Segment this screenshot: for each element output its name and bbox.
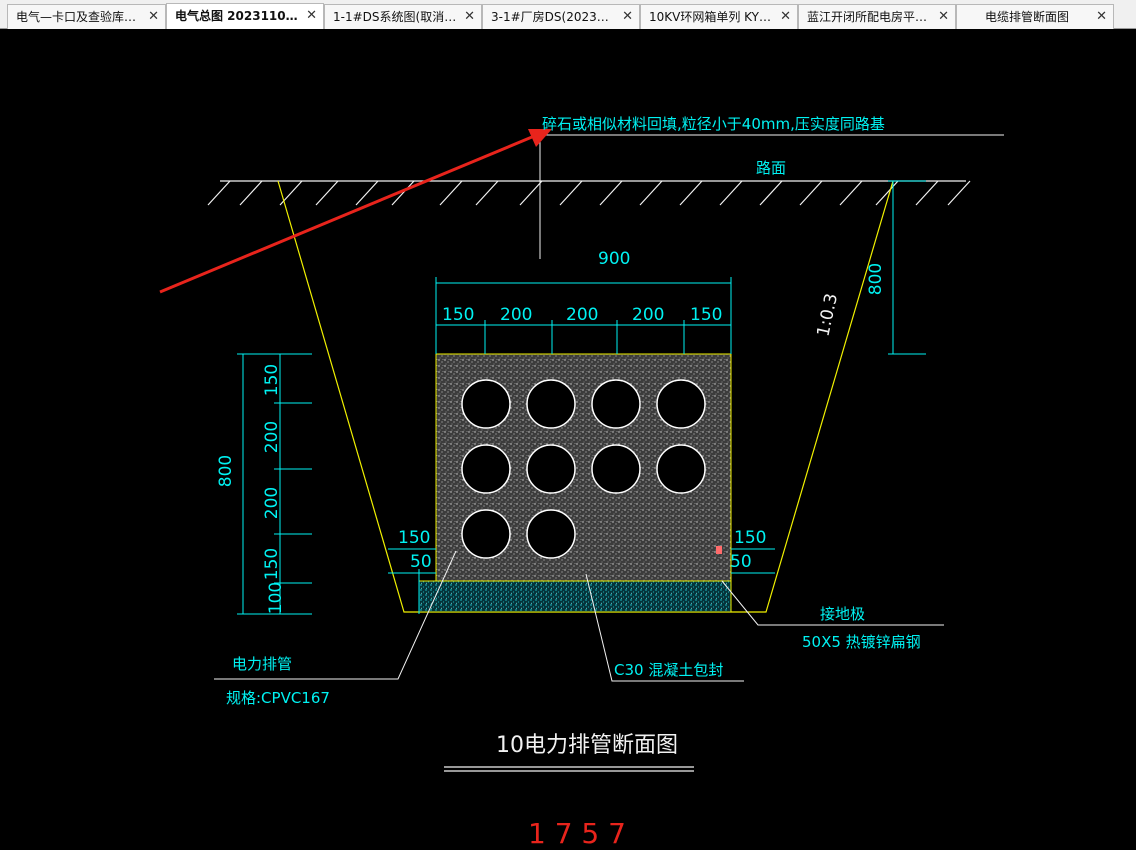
close-icon[interactable]: ✕	[306, 8, 317, 23]
width-segment-2: 200	[500, 305, 533, 325]
document-tab-bar: 电气—卡口及查验库_… ✕ 电气总图 20231102_t… ✕ 1-1#DS系…	[0, 0, 1136, 29]
grounding-spec: 50X5 热镀锌扁钢	[802, 633, 921, 651]
tab-label: 电气—卡口及查验库_…	[16, 10, 141, 24]
conduit-pipe	[656, 379, 706, 429]
tab-label: 3-1#厂房DS(20231115…	[491, 10, 615, 24]
tab-ds-system[interactable]: 1-1#DS系统图(取消柴发) ✕	[324, 4, 482, 29]
tab-electrical-checkpoint[interactable]: 电气—卡口及查验库_… ✕	[7, 4, 166, 29]
tab-label: 1-1#DS系统图(取消柴发)	[333, 10, 457, 24]
conduit-pipe	[526, 444, 576, 494]
fill-material-note: 碎石或相似材料回填,粒径小于40mm,压实度同路基	[542, 115, 885, 133]
conduit-pipes	[461, 379, 706, 559]
tab-electrical-master-plan[interactable]: 电气总图 20231102_t… ✕	[166, 3, 324, 29]
width-segment-4: 200	[632, 305, 665, 325]
drawing-title: 10电力排管断面图	[496, 733, 678, 758]
width-segment-1: 150	[442, 305, 475, 325]
total-height-dimension: 800	[216, 454, 237, 488]
hatch-stroke	[759, 180, 783, 206]
conduit-pipe	[461, 509, 511, 559]
depth-dimension-label: 800	[866, 262, 887, 296]
hatch-stroke	[475, 180, 499, 206]
hatch-stroke	[679, 180, 703, 206]
conduit-leader	[214, 550, 457, 680]
width-segment-5: 150	[690, 305, 723, 325]
conduit-pipe	[656, 444, 706, 494]
tab-cable-duct-section[interactable]: 电缆排管断面图 ✕	[956, 4, 1114, 29]
offset-dimensions	[388, 548, 775, 614]
conduit-label: 电力排管	[232, 655, 293, 673]
hatch-stroke	[915, 180, 939, 206]
depth-dimension	[888, 180, 926, 355]
tab-label: 电气总图 20231102_t…	[175, 9, 299, 23]
conduit-pipe	[526, 509, 576, 559]
tab-label: 10KV环网箱单列 KYN2…	[649, 10, 773, 24]
close-icon[interactable]: ✕	[148, 9, 159, 24]
height-segment-4: 150	[262, 547, 283, 581]
hatch-stroke	[391, 180, 415, 206]
width-dimensions	[435, 277, 732, 354]
height-segment-1: 150	[262, 363, 283, 397]
grounding-marker	[716, 546, 722, 554]
concrete-leader	[585, 573, 744, 682]
total-width-dimension: 900	[598, 249, 631, 269]
hatch-stroke	[639, 180, 663, 206]
conduit-pipe	[591, 379, 641, 429]
road-surface-label: 路面	[756, 159, 787, 177]
hatch-stroke	[799, 180, 823, 206]
hatch-stroke	[559, 180, 583, 206]
hatch-stroke	[875, 180, 899, 206]
grounding-leader	[721, 580, 944, 626]
bottom-red-fragment: 1 7 5 7	[528, 817, 626, 850]
close-icon[interactable]: ✕	[780, 9, 791, 24]
hatch-stroke	[439, 180, 463, 206]
red-arrowhead	[528, 129, 552, 147]
hatch-stroke	[519, 180, 543, 206]
conduit-pipe	[461, 379, 511, 429]
hatch-stroke	[839, 180, 863, 206]
hatch-stroke	[947, 180, 971, 206]
grounding-label: 接地极	[820, 605, 866, 623]
conduit-pipe	[526, 379, 576, 429]
tab-factory-ds[interactable]: 3-1#厂房DS(20231115… ✕	[482, 4, 640, 29]
conduit-pipe	[461, 444, 511, 494]
red-annotation-arrow	[159, 135, 533, 294]
tab-label: 蓝江开闭所配电房平…	[807, 10, 928, 24]
height-segment-5: 100	[266, 581, 287, 615]
height-segment-3: 200	[262, 486, 283, 520]
hatch-stroke	[279, 180, 303, 206]
drawing-canvas[interactable]: 碎石或相似材料回填,粒径小于40mm,压实度同路基 路面 900 150 200…	[0, 29, 1136, 850]
hatch-stroke	[239, 180, 263, 206]
right-offset-dimension: 150	[734, 528, 767, 548]
tab-label: 电缆排管断面图	[985, 10, 1070, 24]
close-icon[interactable]: ✕	[622, 9, 633, 24]
hatch-stroke	[719, 180, 743, 206]
hatch-stroke	[599, 180, 623, 206]
hatch-stroke	[207, 180, 231, 206]
base-layer	[418, 580, 732, 613]
hatch-stroke	[355, 180, 379, 206]
leader-lines	[214, 550, 944, 682]
tab-ring-main-unit[interactable]: 10KV环网箱单列 KYN2… ✕	[640, 4, 798, 29]
cad-drawing	[159, 129, 1004, 772]
tab-switching-station[interactable]: 蓝江开闭所配电房平… ✕	[798, 4, 956, 29]
height-dimensions	[237, 353, 312, 615]
right-gap-dimension: 50	[730, 552, 752, 572]
close-icon[interactable]: ✕	[938, 9, 949, 24]
conduit-spec: 规格:CPVC167	[226, 689, 330, 707]
close-icon[interactable]: ✕	[464, 9, 475, 24]
height-segment-2: 200	[262, 420, 283, 454]
hatch-stroke	[315, 180, 339, 206]
concrete-label: C30 混凝土包封	[614, 661, 724, 679]
width-segment-3: 200	[566, 305, 599, 325]
left-gap-dimension: 50	[410, 552, 432, 572]
left-offset-dimension: 150	[398, 528, 431, 548]
close-icon[interactable]: ✕	[1096, 9, 1107, 24]
conduit-pipe	[591, 444, 641, 494]
ground-hatching	[207, 180, 971, 206]
